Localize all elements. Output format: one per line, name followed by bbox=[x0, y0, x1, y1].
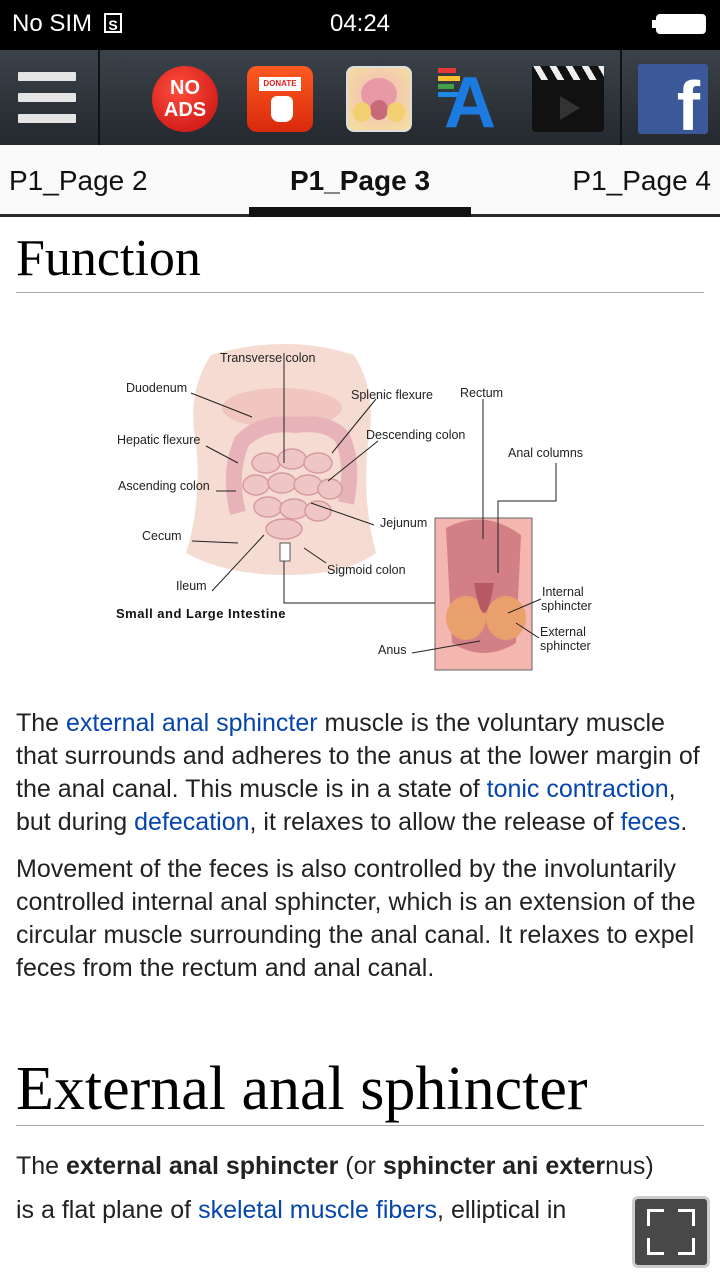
text: . bbox=[680, 808, 688, 836]
menu-icon-bar bbox=[18, 93, 76, 102]
label-descending-colon: Descending colon bbox=[366, 428, 466, 442]
battery-icon bbox=[652, 14, 706, 34]
link-skeletal-muscle-fibers[interactable]: skeletal muscle fibers bbox=[198, 1196, 438, 1224]
diagram-drawing bbox=[186, 344, 557, 671]
figure-caption: Small and Large Intestine bbox=[116, 606, 286, 621]
section-heading-external-anal-sphincter: External anal sphincter bbox=[16, 1053, 704, 1126]
link-feces[interactable]: feces bbox=[620, 808, 681, 836]
donate-label: DONATE bbox=[259, 77, 301, 91]
label-sigmoid-colon: Sigmoid colon bbox=[327, 563, 406, 577]
link-defecation[interactable]: defecation bbox=[134, 808, 250, 836]
article-content: Function bbox=[16, 222, 704, 1232]
label-external-sphincter-1: External bbox=[540, 625, 586, 639]
carrier-label: No SIM bbox=[12, 10, 93, 37]
menu-icon bbox=[18, 72, 76, 81]
label-internal-sphincter-2: sphincter bbox=[541, 599, 592, 613]
expand-icon bbox=[647, 1209, 664, 1226]
facebook-button[interactable]: f bbox=[638, 64, 708, 134]
expand-icon-corner bbox=[678, 1238, 695, 1255]
label-jejunum: Jejunum bbox=[380, 516, 428, 530]
text: , but during bbox=[16, 775, 676, 836]
label-rectum: Rectum bbox=[460, 386, 504, 400]
toolbar-divider bbox=[620, 50, 622, 145]
no-ads-label-2: ADS bbox=[163, 99, 207, 121]
menu-icon-bar bbox=[18, 114, 76, 123]
paragraph-1: The external anal sphincter muscle is th… bbox=[16, 707, 704, 839]
label-ascending-colon: Ascending colon bbox=[118, 479, 210, 493]
link-external-anal-sphincter[interactable]: external anal sphincter bbox=[66, 709, 318, 737]
no-ads-button[interactable]: NO ADS bbox=[152, 66, 218, 132]
font-icon: A bbox=[444, 63, 496, 143]
active-tab-indicator bbox=[249, 207, 471, 217]
paragraph-2: Movement of the feces is also controlled… bbox=[16, 855, 696, 982]
page-tabs: P1_Page 2 P1_Page 3 P1_Page 4 bbox=[0, 145, 720, 217]
text: is a flat plane of bbox=[16, 1196, 199, 1224]
expand-icon-corner bbox=[678, 1209, 695, 1226]
label-anal-columns: Anal columns bbox=[508, 446, 584, 460]
font-size-button[interactable]: A bbox=[438, 63, 504, 143]
tab-page-2[interactable]: P1_Page 2 bbox=[9, 165, 148, 196]
label-anus: Anus bbox=[378, 643, 407, 657]
color-bars-icon bbox=[438, 68, 464, 100]
no-ads-label-1: NO bbox=[170, 77, 200, 99]
expand-icon-corner bbox=[647, 1238, 664, 1255]
label-internal-sphincter-1: Internal bbox=[542, 585, 584, 599]
label-ileum: Ileum bbox=[176, 579, 207, 593]
anatomy-app-button[interactable] bbox=[346, 66, 412, 132]
fullscreen-button[interactable] bbox=[632, 1196, 710, 1268]
label-cecum: Cecum bbox=[142, 529, 182, 543]
text: nus) bbox=[605, 1152, 654, 1180]
section-heading-function: Function bbox=[16, 228, 704, 293]
tab-page-3[interactable]: P1_Page 3 bbox=[289, 165, 431, 196]
app-toolbar: NO ADS DONATE A f bbox=[0, 50, 720, 146]
sim-icon: S bbox=[104, 13, 122, 33]
text: The bbox=[16, 1152, 67, 1180]
label-external-sphincter-2: sphincter bbox=[540, 639, 591, 653]
tab-page-4[interactable]: P1_Page 4 bbox=[572, 165, 711, 196]
clapperboard-icon bbox=[532, 66, 604, 80]
text: , it relaxes to allow the release of bbox=[249, 808, 621, 836]
text: (or bbox=[338, 1152, 383, 1180]
hand-icon bbox=[271, 96, 293, 122]
clock: 04:24 bbox=[329, 10, 391, 37]
status-bar: No SIM S 04:24 bbox=[0, 0, 720, 50]
text: The bbox=[16, 709, 67, 737]
menu-button[interactable] bbox=[0, 50, 100, 145]
play-icon bbox=[560, 96, 580, 120]
bold-term: sphincter ani exter bbox=[382, 1152, 606, 1180]
anatomy-icon bbox=[353, 78, 405, 122]
label-hepatic-flexure: Hepatic flexure bbox=[117, 433, 201, 447]
text: , elliptical in bbox=[437, 1196, 567, 1224]
video-button[interactable] bbox=[532, 66, 604, 132]
bold-term: external anal sphincter bbox=[66, 1152, 339, 1180]
label-duodenum: Duodenum bbox=[126, 381, 188, 395]
text: muscle is the voluntary muscle that surr… bbox=[16, 709, 700, 803]
donate-button[interactable]: DONATE bbox=[247, 66, 313, 132]
label-splenic-flexure: Splenic flexure bbox=[351, 388, 433, 402]
paragraph-3: The external anal sphincter (or sphincte… bbox=[16, 1144, 704, 1232]
intestine-diagram: Transverse colon Duodenum Splenic flexur… bbox=[16, 313, 704, 693]
label-transverse-colon: Transverse colon bbox=[220, 351, 316, 365]
link-tonic-contraction[interactable]: tonic contraction bbox=[486, 775, 669, 803]
